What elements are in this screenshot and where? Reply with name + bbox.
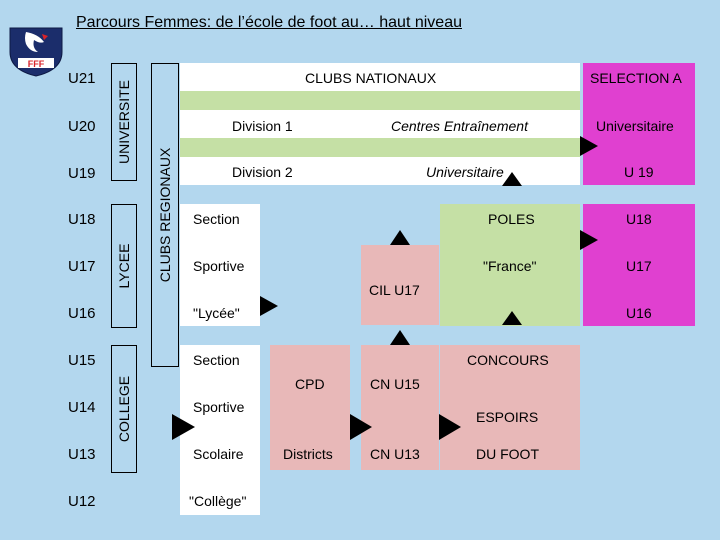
division-1-label: Division 1 xyxy=(232,118,293,134)
cpd-label: CPD xyxy=(295,376,325,392)
arrow-up-cil xyxy=(390,230,410,245)
cil-u17-box xyxy=(361,245,439,325)
selection-a-header: SELECTION A xyxy=(590,70,682,86)
cpd-districts-box xyxy=(270,345,350,470)
selection-u16-label: U16 xyxy=(626,305,652,321)
section-college-line-4: "Collège" xyxy=(189,493,247,509)
clubs-nationaux-stripe-top xyxy=(180,91,580,110)
universitaire-italic-label: Universitaire xyxy=(426,164,504,180)
selection-universitaire-label: Universitaire xyxy=(596,118,674,134)
arrow-up-poles-to-universitaire xyxy=(502,172,522,186)
age-label-u21: U21 xyxy=(68,70,96,87)
fff-logo: FFF xyxy=(4,22,68,78)
section-lycee-line-3: "Lycée" xyxy=(193,305,240,321)
cil-u17-label: CIL U17 xyxy=(369,282,420,298)
age-label-u12: U12 xyxy=(68,493,96,510)
age-label-u18: U18 xyxy=(68,211,96,228)
arrow-right-lycee xyxy=(260,296,278,316)
section-lycee-line-1: Section xyxy=(193,211,240,227)
age-label-u14: U14 xyxy=(68,399,96,416)
poles-france-box xyxy=(440,204,580,326)
age-label-u19: U19 xyxy=(68,165,96,182)
concours-box xyxy=(440,345,580,470)
page-title: Parcours Femmes: de l’école de foot au… … xyxy=(76,14,462,31)
clubs-nationaux-header: CLUBS NATIONAUX xyxy=(305,70,437,86)
selection-a-box-top xyxy=(583,63,695,185)
lycee-band: LYCEE xyxy=(111,204,137,328)
age-label-u15: U15 xyxy=(68,352,96,369)
age-label-u20: U20 xyxy=(68,118,96,135)
cn-u15-label: CN U15 xyxy=(370,376,420,392)
section-lycee-line-2: Sportive xyxy=(193,258,245,274)
clubs-nationaux-stripe-bottom xyxy=(180,138,580,157)
section-sportive-college-box xyxy=(180,345,260,515)
clubs-regionaux-band: CLUBS REGIONAUX xyxy=(151,63,179,367)
cn-box xyxy=(361,345,439,470)
arrow-right-poles-to-selection xyxy=(580,230,598,250)
selection-u19-label: U 19 xyxy=(624,164,654,180)
selection-u17-label: U17 xyxy=(626,258,652,274)
du-foot-label: DU FOOT xyxy=(476,446,539,462)
division-2-label: Division 2 xyxy=(232,164,293,180)
selection-a-box-bottom xyxy=(583,204,695,326)
age-label-u17: U17 xyxy=(68,258,96,275)
cn-u13-label: CN U13 xyxy=(370,446,420,462)
section-college-line-2: Sportive xyxy=(193,399,245,415)
concours-header: CONCOURS xyxy=(467,352,549,368)
poles-label: POLES xyxy=(488,211,535,227)
arrow-up-cn-to-cil xyxy=(390,330,410,345)
arrow-right-universitaire xyxy=(580,136,598,156)
section-college-line-1: Section xyxy=(193,352,240,368)
age-label-u13: U13 xyxy=(68,446,96,463)
college-band: COLLEGE xyxy=(111,345,137,473)
espoirs-label: ESPOIRS xyxy=(476,409,539,425)
svg-text:FFF: FFF xyxy=(28,59,45,69)
universite-band: UNIVERSITE xyxy=(111,63,137,181)
selection-u18-label: U18 xyxy=(626,211,652,227)
age-label-u16: U16 xyxy=(68,305,96,322)
section-college-line-3: Scolaire xyxy=(193,446,244,462)
arrow-up-concours-to-poles xyxy=(502,311,522,325)
clubs-nationaux-box xyxy=(180,63,580,185)
arrow-right-cn-to-concours xyxy=(439,414,461,440)
districts-label: Districts xyxy=(283,446,333,462)
section-sportive-lycee-box xyxy=(180,204,260,326)
poles-france-label: "France" xyxy=(483,258,537,274)
centres-entrainement-label: Centres Entraînement xyxy=(391,118,528,134)
arrow-right-cpd-to-cn xyxy=(350,414,372,440)
arrow-right-college xyxy=(172,414,195,440)
